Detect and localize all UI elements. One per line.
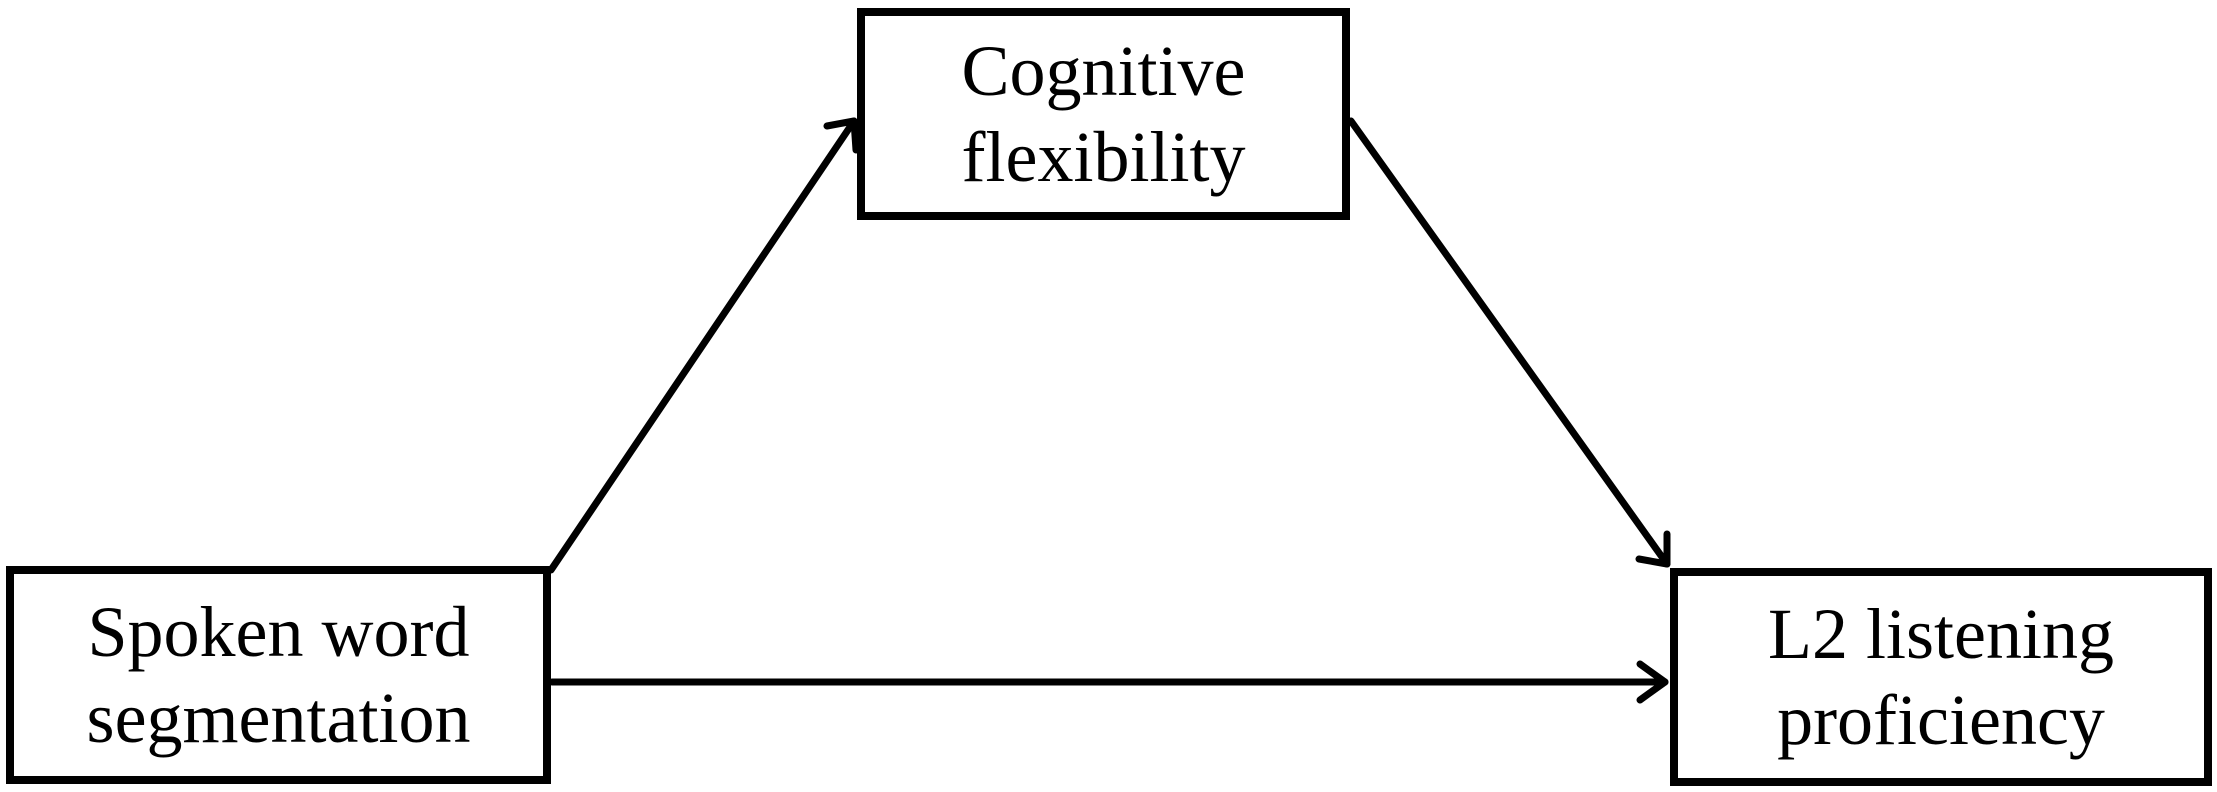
predictor-box: Spoken word segmentation <box>6 566 551 784</box>
predictor-label-line1: Spoken word <box>87 592 470 672</box>
outcome-box: L2 listening proficiency <box>1670 568 2212 786</box>
mediator-box: Cognitive flexibility <box>857 8 1350 220</box>
outcome-label-line1: L2 listening <box>1768 594 2114 674</box>
mediator-label-line1: Cognitive <box>961 31 1246 111</box>
arrow-predictor-to-outcome <box>548 660 1669 704</box>
outcome-label-line2: proficiency <box>1777 680 2105 760</box>
arrow-mediator-to-outcome <box>1347 117 1671 568</box>
predictor-label-line2: segmentation <box>86 678 471 758</box>
mediator-label-line2: flexibility <box>961 117 1246 197</box>
arrow-predictor-to-mediator <box>547 117 860 574</box>
